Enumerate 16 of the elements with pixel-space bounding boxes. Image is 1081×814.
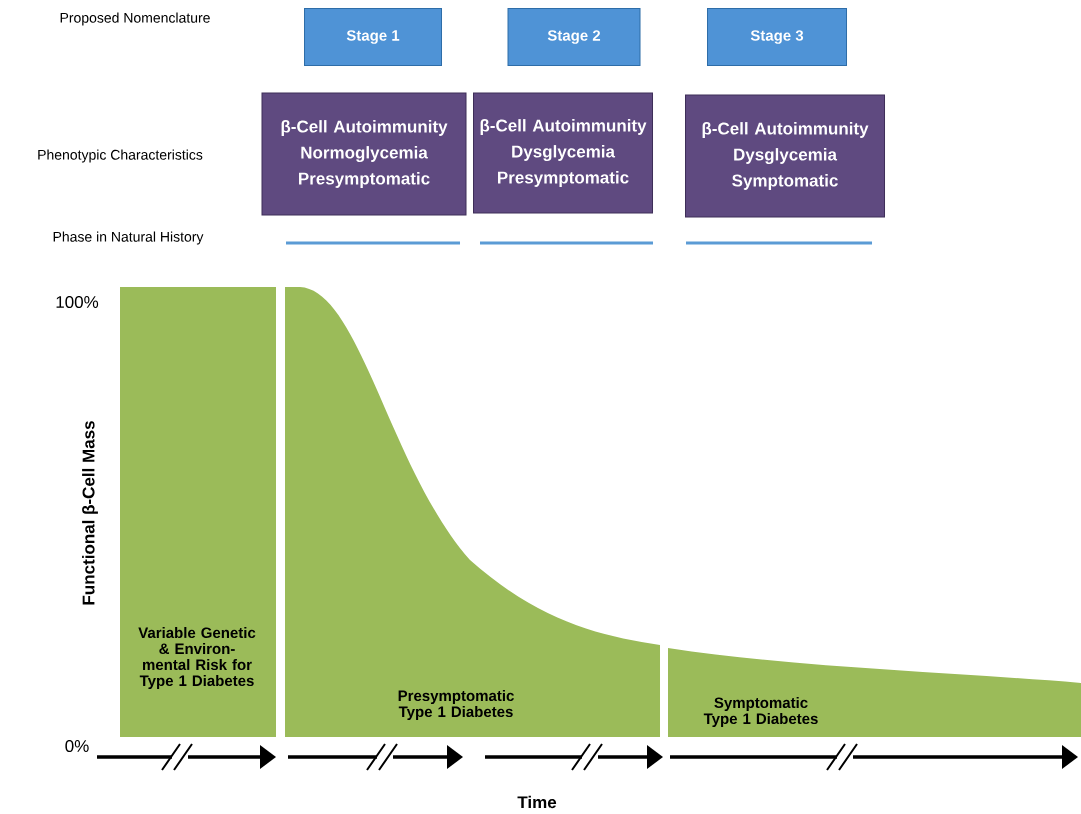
phase-region: Variable Genetic & Environ- mental Risk for Type 1 Diabetes [120,287,276,737]
phase-region: Presymptomatic Type 1 Diabetes [285,287,660,737]
row-label: Proposed Nomenclature [60,12,210,26]
row-label: Phenotypic Characteristics [38,149,203,163]
axis-title: Functional β-Cell Mass [82,421,98,605]
stage-box: Stage 3 [707,8,847,66]
characteristics-box: β-Cell Autoimmunity Normoglycemia Presymptomatic [261,92,467,216]
stage-box: Stage 2 [507,8,641,66]
stage-box: Stage 1 [304,8,442,66]
characteristics-box: β-Cell Autoimmunity Dysglycemia Symptomatic [685,94,885,218]
characteristics-box: β-Cell Autoimmunity Dysglycemia Presymptomatic [473,92,653,214]
axis-title: Time [517,795,557,809]
axis-tick-label: 0% [65,740,89,753]
row-label: Phase in Natural History [53,231,204,245]
phase-region: Symptomatic Type 1 Diabetes [668,648,1081,737]
axis-tick-label: 100% [56,296,99,309]
